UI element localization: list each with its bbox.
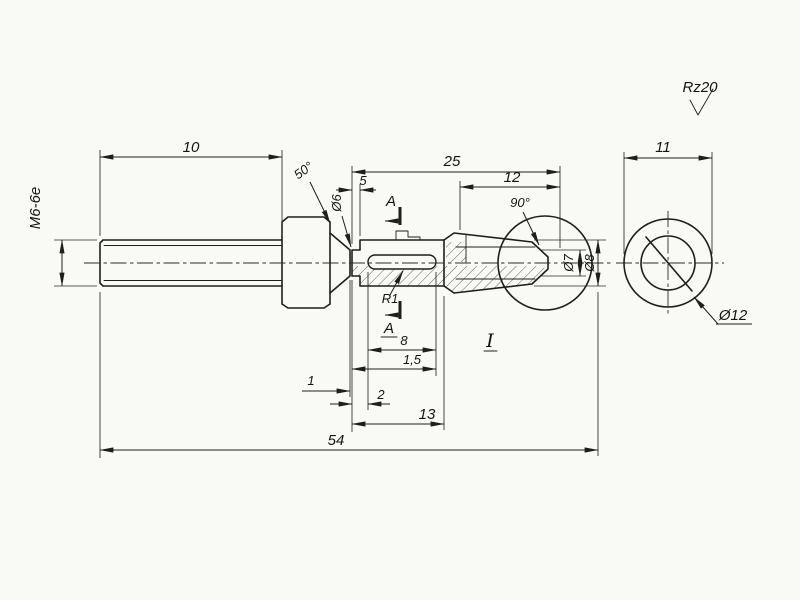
detail-label: I	[485, 330, 494, 352]
leader-lines	[309, 181, 752, 325]
dia-label-7: Ø7	[561, 254, 576, 273]
dim-label-10: 10	[183, 139, 200, 156]
detail-circle	[497, 215, 593, 311]
section-plane-marks	[380, 207, 402, 338]
radius-label-r1: R1	[382, 291, 399, 306]
dim-label-54: 54	[328, 432, 345, 449]
dim-label-1: 1	[307, 373, 314, 388]
dim-label-11: 11	[655, 139, 671, 156]
dim-label-12: 12	[504, 169, 521, 186]
dim-label-25: 25	[443, 153, 461, 170]
dia-label-12: Ø12	[718, 307, 748, 324]
thread-label: M6-6e	[27, 187, 44, 230]
dim-label-2: 2	[376, 387, 385, 402]
angle-label-90: 90°	[510, 195, 530, 210]
section-label-a-top: A	[385, 193, 396, 210]
dim-label-13: 13	[419, 406, 436, 423]
slot-hole	[367, 254, 437, 270]
dia-label-6: Ø6	[329, 194, 344, 213]
dim-label-8: 8	[400, 333, 408, 348]
extension-lines	[54, 150, 713, 458]
end-view	[623, 218, 713, 308]
dim-label-1-5: 1,5	[403, 352, 422, 367]
dimension-lines	[59, 154, 713, 453]
dim-label-5: 5	[359, 173, 367, 188]
dia-label-8: Ø8	[582, 254, 597, 273]
angle-label-50: 50°	[291, 159, 316, 183]
roughness-check-icon	[689, 88, 714, 116]
roughness-label: Rz20	[682, 79, 718, 96]
section-label-a-bottom: A	[383, 320, 394, 337]
side-view-outline	[99, 216, 549, 309]
